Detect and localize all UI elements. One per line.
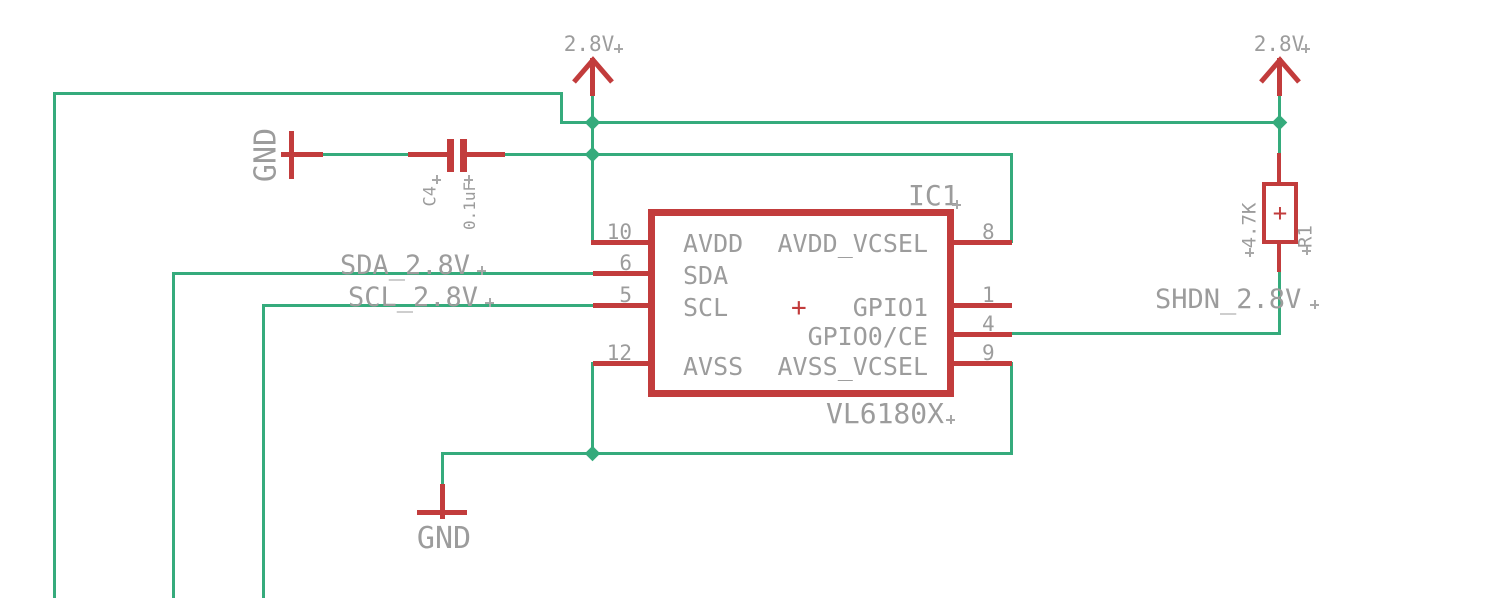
net-label-scl[interactable]: SCL_2.8V	[348, 282, 479, 313]
pin-number-10: 10	[606, 220, 632, 244]
wire-left-rail-step-h[interactable]	[560, 121, 594, 124]
gnd-bar	[417, 510, 467, 515]
origin-tick-icon	[485, 298, 494, 307]
wire-shdn-horizontal[interactable]	[1010, 332, 1281, 335]
pin-number-4: 4	[982, 312, 995, 336]
capacitor-lead	[408, 152, 450, 157]
origin-tick-icon	[477, 266, 486, 275]
pin-number-5: 5	[619, 283, 632, 307]
pin-stub-8	[951, 240, 1012, 245]
wire-gnd-bottom-bus[interactable]	[441, 452, 1013, 455]
gnd-label: GND	[416, 521, 472, 556]
origin-tick-icon	[614, 44, 623, 53]
resistor-lead	[1277, 153, 1281, 184]
origin-tick-icon	[952, 200, 961, 209]
pin-number-12: 12	[606, 341, 632, 365]
wire-left-rail-vertical[interactable]	[53, 92, 56, 598]
origin-tick-icon	[1302, 246, 1311, 255]
power-stem	[590, 58, 595, 96]
wire-28v-top-horizontal[interactable]	[591, 121, 1281, 124]
net-label-shdn[interactable]: SHDN_2.8V	[1155, 284, 1302, 315]
pin-stub-1	[951, 303, 1012, 308]
origin-tick-icon	[1310, 300, 1319, 309]
capacitor-value: 0.1uF	[460, 181, 479, 230]
pin-name-avss-vcsel: AVSS_VCSEL	[777, 352, 928, 381]
wire-pin8-drop[interactable]	[1010, 153, 1013, 243]
origin-tick-icon	[432, 175, 441, 184]
junction-dot	[584, 114, 601, 131]
wire-left-rail-top[interactable]	[53, 92, 563, 95]
wire-sda-horizontal[interactable]	[172, 272, 593, 275]
junction-dot	[1271, 114, 1288, 131]
net-label-sda[interactable]: SDA_2.8V	[340, 250, 471, 281]
pin-name-avss: AVSS	[683, 352, 744, 381]
power-stem	[1277, 58, 1282, 96]
ic-body	[648, 209, 954, 397]
capacitor-plate	[460, 139, 467, 172]
origin-tick-icon	[946, 415, 955, 424]
junction-dot	[584, 146, 601, 163]
pin-stub-10	[591, 240, 651, 245]
pin-stub-5	[593, 303, 651, 308]
pin-number-1: 1	[982, 283, 995, 307]
wire-scl-vertical[interactable]	[262, 304, 265, 598]
wire-gnd-to-cap[interactable]	[321, 153, 410, 156]
pin-name-scl: SCL	[683, 293, 729, 322]
origin-tick-icon	[1245, 248, 1254, 257]
gnd-label: GND	[248, 127, 284, 183]
resistor-value: 4.7K	[1238, 202, 1261, 249]
wire-avss-drop[interactable]	[591, 362, 594, 455]
wire-gnd-bottom-drop[interactable]	[441, 452, 444, 485]
pin-stub-4	[951, 332, 1012, 337]
wire-scl-horizontal[interactable]	[262, 304, 593, 307]
pin-name-avdd: AVDD	[683, 229, 744, 258]
origin-tick-icon	[1301, 44, 1310, 53]
wire-left-rail-step-v[interactable]	[560, 92, 563, 124]
pin-stub-6	[593, 271, 651, 276]
pin-stub-12	[593, 361, 651, 366]
capacitor-lead	[467, 152, 505, 157]
wire-cap-to-pin8[interactable]	[503, 153, 1013, 156]
capacitor-plate	[447, 139, 454, 172]
pin-name-gpio0-ce: GPIO0/CE	[807, 322, 928, 351]
pin-name-sda: SDA	[683, 261, 729, 290]
pin-number-8: 8	[982, 220, 995, 244]
part-origin-mark: +	[791, 293, 807, 323]
ic-value: VL6180X	[826, 397, 945, 430]
gnd-stem	[281, 152, 323, 157]
power-label: 2.8V	[563, 32, 615, 56]
junction-dot	[584, 445, 601, 462]
pin-stub-9	[951, 361, 1012, 366]
pin-name-avdd-vcsel: AVDD_VCSEL	[777, 229, 928, 258]
ic-ref: IC1	[908, 179, 959, 212]
part-origin-mark: +	[1272, 199, 1288, 227]
pin-number-9: 9	[982, 341, 995, 365]
resistor-body	[1262, 182, 1298, 244]
pin-number-6: 6	[619, 251, 632, 275]
wire-pin9-drop[interactable]	[1010, 362, 1013, 455]
resistor-lead	[1277, 243, 1281, 272]
power-label: 2.8V	[1253, 32, 1305, 56]
gnd-stem	[440, 484, 445, 519]
origin-tick-icon	[464, 175, 473, 184]
pin-name-gpio1: GPIO1	[852, 293, 928, 322]
wire-supply-left-drop[interactable]	[591, 94, 594, 244]
wire-resistor-to-shdn[interactable]	[1278, 270, 1281, 335]
wire-sda-vertical[interactable]	[172, 272, 175, 598]
